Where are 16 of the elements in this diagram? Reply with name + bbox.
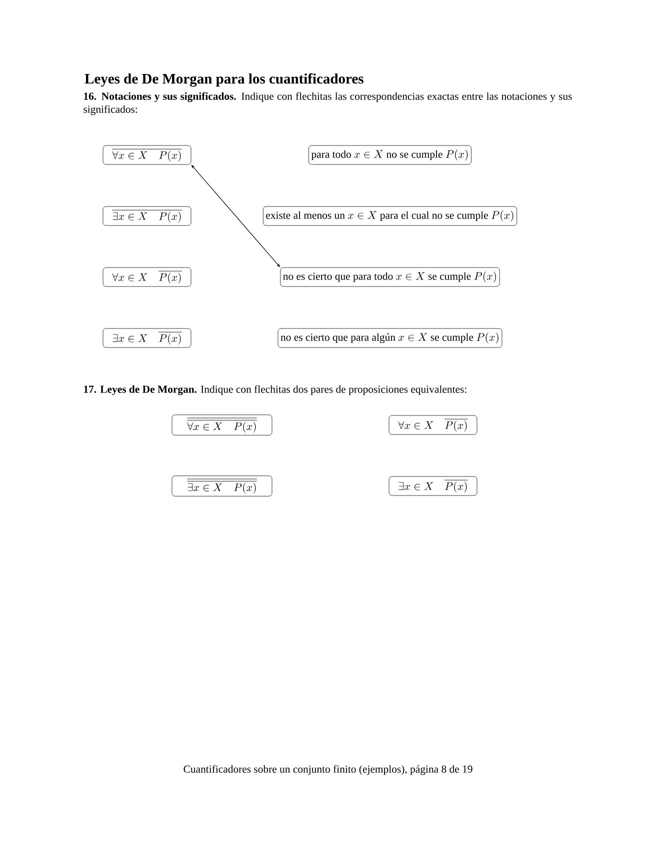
formula-box: $\exists x\in X\quad \overline{P(x)}$ (102, 328, 192, 348)
formula-box: $\overline{\overline{\forall x\in X\quad P(x)}}$ (172, 414, 272, 436)
page-footer: Cuantificadores sobre un conjunto finito (ejemplos), página 8 de 19 (184, 765, 472, 775)
formula-box: $\exists x\in X\quad \overline{P(x)}$ (388, 476, 478, 496)
instruction-text: 17. Leyes de De Morgan. Indique con flechitas dos pares de proposiciones equivalentes: (84, 385, 466, 396)
formula-box: $\forall x\in X\quad \overline{P(x)}$ (388, 415, 478, 435)
formula-box: $\overline{\exists x\in X\quad P(x)}$ (102, 206, 192, 226)
formula-box: $\text{existe al menos un } x\in X \text{ para el cual no se cumple } P(x)$ (262, 206, 518, 226)
heading: Leyes de De Morgan para los cuantificadores (84, 73, 364, 87)
formula-box: $\overline{\overline{\exists x\in X\quad P(x)}}$ (172, 476, 272, 496)
formula-box: $\text{no es cierto que para algún } x\in X \text{ se cumple } P(x)$ (278, 328, 502, 348)
formula-box: $\overline{\forall x\in X\quad P(x)}$ (102, 145, 192, 165)
formula-box: $\text{para todo } x\in X \text{ no se cumple } P(x)$ (308, 145, 472, 165)
formula-box: $\text{no es cierto que para todo } x\in X \text{ se cumple } P(x)$ (280, 267, 500, 287)
formula-box: $\forall x\in X\quad \overline{P(x)}$ (102, 267, 192, 287)
instruction-text: 16. Notaciones y sus significados. Indique con flechitas las correspondencias exactas entre las notaciones y sus significados: (84, 92, 572, 116)
